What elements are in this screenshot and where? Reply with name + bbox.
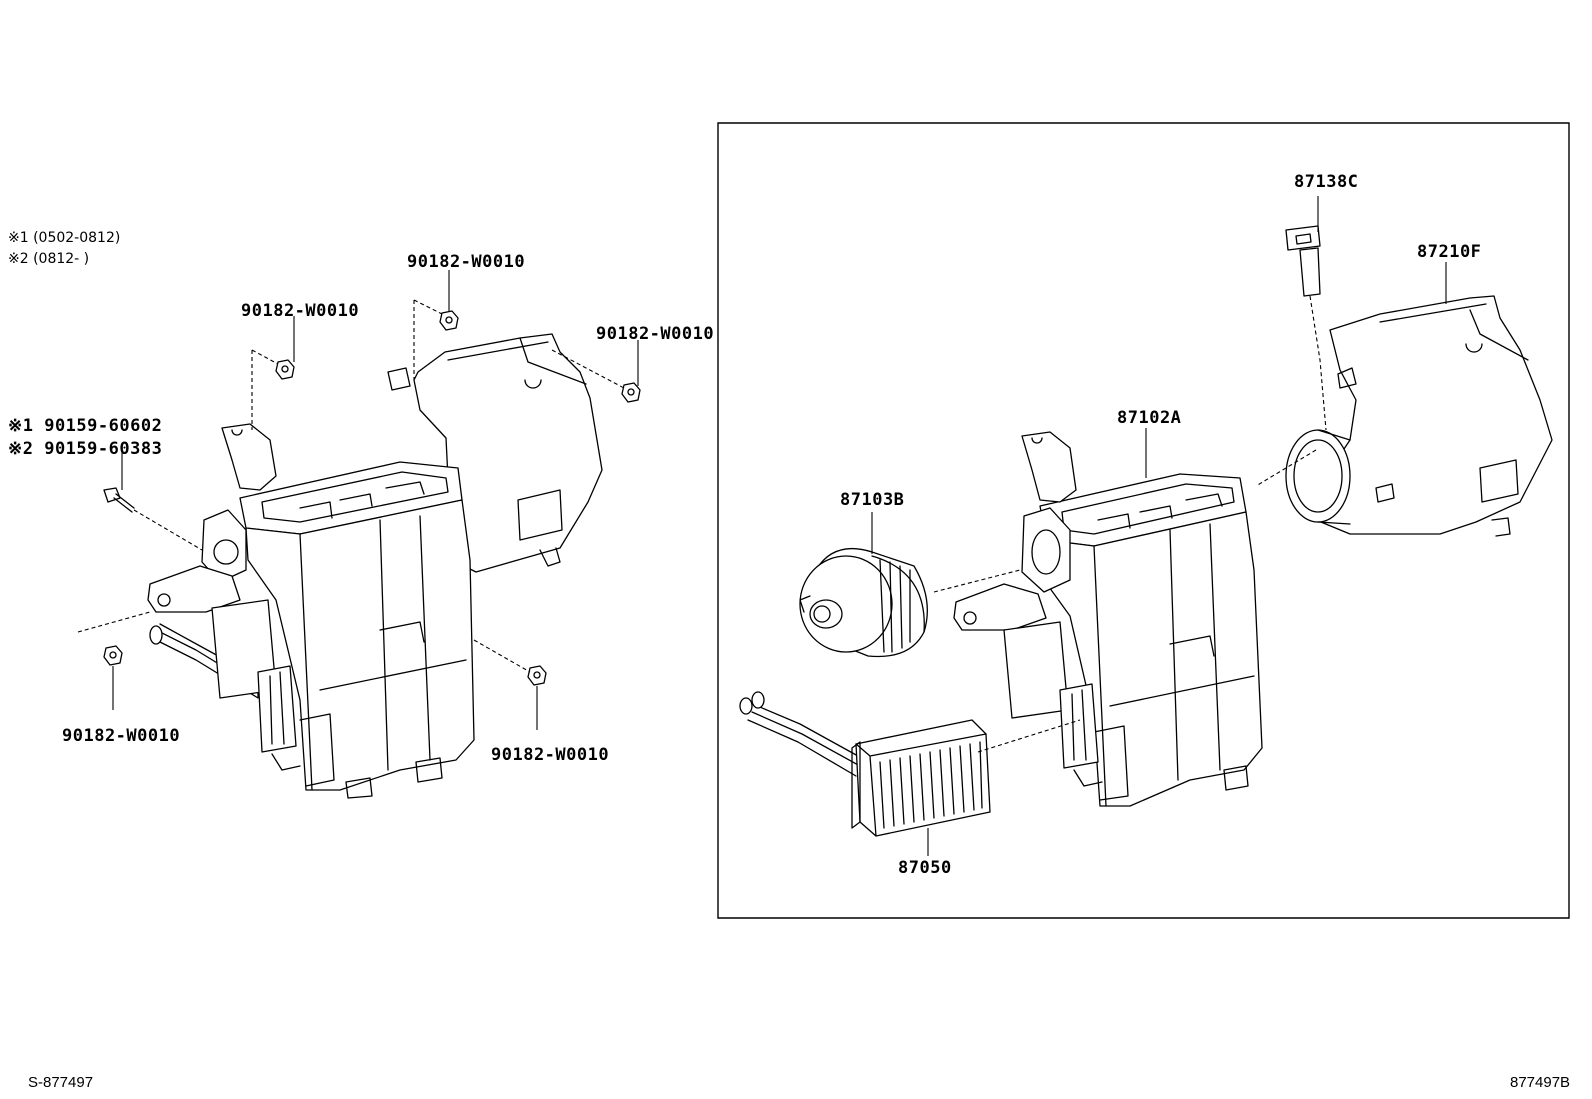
blower-resistor (1286, 226, 1320, 296)
blower-motor (800, 549, 927, 657)
part-label-nut-top-left[interactable]: 90182-W0010 (241, 301, 360, 321)
blower-housing (1286, 296, 1552, 536)
exploded-dashed-lines (934, 296, 1326, 752)
illustration-code-right: 877497B (1510, 1074, 1571, 1091)
exploded-leader-lines (872, 196, 1446, 856)
heater-unit (954, 432, 1262, 806)
part-label-screw-2[interactable]: ※2 90159-60383 (8, 439, 163, 459)
part-label-nut-top-center[interactable]: 90182-W0010 (407, 252, 526, 272)
left-fasteners (104, 311, 640, 685)
left-heater-assembly (148, 334, 602, 798)
part-label-heater-core[interactable]: 87050 (898, 858, 952, 878)
part-label-screw-1[interactable]: ※1 90159-60602 (8, 416, 163, 436)
illustration-code-left: S-877497 (28, 1074, 94, 1091)
part-label-blower-motor[interactable]: 87103B (840, 490, 905, 510)
part-label-resistor[interactable]: 87138C (1294, 172, 1359, 192)
note-production-range-2: ※2 (0812- ) (8, 251, 90, 267)
part-label-nut-bottom-left[interactable]: 90182-W0010 (62, 726, 181, 746)
part-label-heater-unit[interactable]: 87102A (1117, 408, 1182, 428)
heater-core (740, 692, 990, 836)
left-leader-lines (113, 270, 638, 730)
left-dashed-lines (78, 300, 624, 672)
exploded-view-frame (718, 123, 1569, 918)
part-label-nut-bottom-right[interactable]: 90182-W0010 (491, 745, 610, 765)
note-production-range-1: ※1 (0502-0812) (8, 230, 121, 246)
part-label-nut-top-right[interactable]: 90182-W0010 (596, 324, 715, 344)
part-label-blower-housing[interactable]: 87210F (1417, 242, 1482, 262)
